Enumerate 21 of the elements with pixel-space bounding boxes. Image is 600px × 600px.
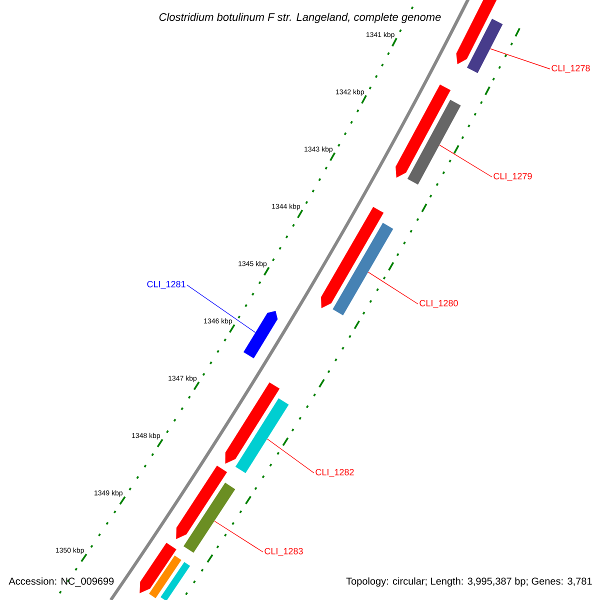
genome-info-text: Topology: circular; Length: 3,995,387 bp; Genes: 3,781 (344, 576, 594, 588)
title: Clostridium botulinum F str. Langeland, complete genome (156, 10, 444, 26)
leader-line (266, 438, 314, 474)
leader-line (214, 520, 264, 552)
leader-line (490, 48, 550, 70)
gene-label: CLI_1279 (494, 172, 532, 182)
gene-feature (243, 310, 278, 358)
gene-label: CLI_1280 (420, 300, 458, 308)
accession-text: Accession: NC_009699 (8, 577, 114, 587)
gene-label: CLI_1278 (552, 64, 590, 74)
gene-bar (184, 482, 236, 553)
gene-bar (235, 398, 289, 474)
leader-line (368, 272, 418, 304)
gene-label: CLI_1282 (316, 468, 354, 478)
gene-bar (466, 18, 503, 74)
gene-label: CLI_1283 (264, 548, 303, 556)
leader-line (186, 284, 256, 333)
gene-bar (407, 100, 461, 185)
gene-label: CLI_1281 (147, 280, 186, 290)
leader-line (439, 144, 492, 178)
gene-bar (332, 222, 394, 316)
